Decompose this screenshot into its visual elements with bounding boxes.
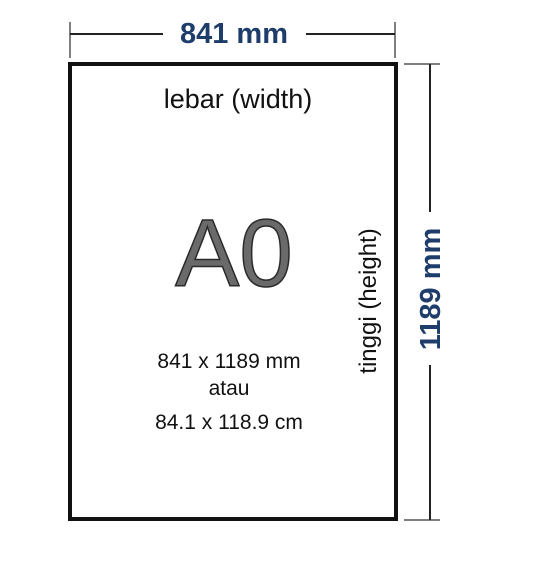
paper-size-mm: 841 x 1189 mm: [157, 350, 300, 373]
paper-size-cm: 84.1 x 118.9 cm: [155, 411, 303, 434]
paper-size-name: A0: [175, 200, 292, 307]
paper-border: [68, 62, 398, 521]
height-dimension: 1189 mm: [404, 63, 447, 521]
paper-sheet: lebar (width) A0 841 x 1189 mm atau 84.1…: [68, 62, 398, 521]
height-dimension-label: 1189 mm: [415, 228, 447, 351]
paper-height-label: tinggi (height): [355, 228, 382, 373]
paper-size-connector: atau: [209, 377, 250, 400]
paper-width-label: lebar (width): [164, 84, 313, 114]
width-dimension-label: 841 mm: [180, 18, 288, 50]
width-dimension: 841 mm: [69, 18, 396, 58]
